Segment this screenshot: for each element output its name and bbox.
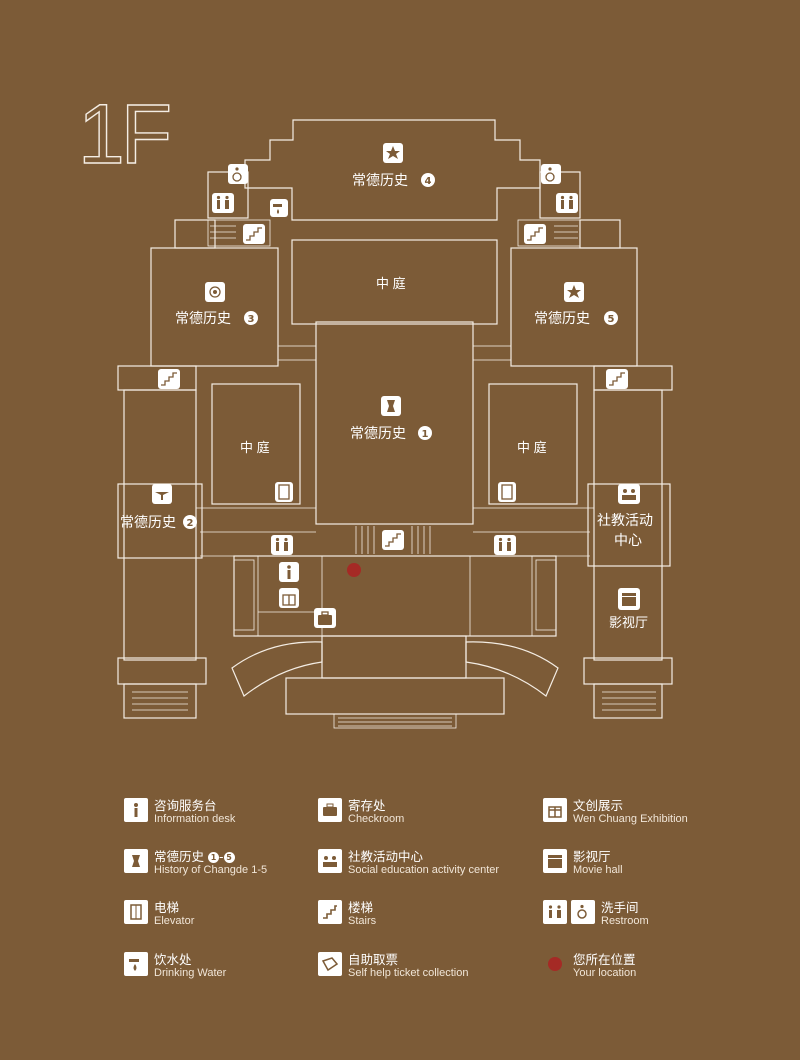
clapperboard-icon — [543, 849, 567, 873]
room-history-5-label: 常德历史 — [534, 310, 590, 326]
legend-history-en: History of Changde 1-5 — [154, 864, 268, 876]
legend-stairs-zh: 楼梯 — [348, 900, 374, 915]
info-icon — [279, 562, 299, 582]
room-history-3-label: 常德历史 — [175, 310, 231, 326]
ticket-icon — [318, 952, 342, 976]
badge-2: 2 — [187, 518, 194, 529]
info-icon — [124, 798, 148, 822]
star-icon — [564, 282, 584, 302]
badge-1: 1 — [422, 429, 429, 440]
wheelchair-icon — [571, 900, 595, 924]
star-icon — [383, 143, 403, 163]
stairs-icon — [243, 224, 265, 244]
water-tap-icon — [270, 199, 288, 217]
stairs-icon — [318, 900, 342, 924]
map-icons — [152, 143, 640, 628]
room-history-2-label: 常德历史 — [120, 514, 176, 530]
legend-water-zh: 饮水处 — [154, 952, 192, 967]
wheelchair-icon — [541, 164, 561, 184]
stairs-icon — [524, 224, 546, 244]
legend-wenchuang-en: Wen Chuang Exhibition — [573, 813, 688, 825]
room-social-center-label-1: 社教活动 — [597, 512, 653, 528]
location-dot-icon — [543, 952, 567, 976]
legend-ticket-zh: 自助取票 — [348, 952, 399, 967]
luggage-icon — [314, 608, 336, 628]
legend-restroom-zh: 洗手间 — [601, 900, 639, 915]
legend-movie-en: Movie hall — [573, 864, 623, 876]
elevator-icon — [124, 900, 148, 924]
legend-history-zh: 常德历史 1-5 — [154, 849, 267, 864]
artifact-icon — [381, 396, 401, 416]
room-courtyard-left-label: 中 庭 — [240, 440, 270, 455]
restroom-icon — [543, 900, 595, 924]
badge-3: 3 — [248, 314, 255, 325]
legend-location-zh: 您所在位置 — [573, 952, 636, 967]
room-courtyard-right-label: 中 庭 — [517, 440, 547, 455]
room-labels: 常德历史 4 中 庭 常德历史 3 常德历史 5 常德历史 1 中 庭 中 庭 … — [120, 172, 653, 630]
room-cinema-label: 影视厅 — [609, 615, 648, 630]
restroom-icon — [494, 535, 516, 555]
floor-label: 1F — [77, 87, 172, 181]
room-history-4-label: 常德历史 — [352, 172, 408, 188]
luggage-icon — [318, 798, 342, 822]
artifact-icon — [124, 849, 148, 873]
stairs-icon — [382, 530, 404, 550]
restroom-icon — [271, 535, 293, 555]
legend-ticket-en: Self help ticket collection — [348, 967, 469, 979]
legend-wenchuang-zh: 文创展示 — [573, 798, 624, 813]
classroom-icon — [618, 484, 640, 504]
gift-icon — [279, 588, 299, 608]
restroom-icon — [556, 193, 578, 213]
blade-icon — [152, 484, 172, 504]
legend-restroom-en: Restroom — [601, 915, 649, 927]
floor-plan: 常德历史 4 中 庭 常德历史 3 常德历史 5 常德历史 1 中 庭 中 庭 … — [117, 119, 673, 729]
legend-movie-zh: 影视厅 — [573, 849, 611, 864]
legend-stairs-en: Stairs — [348, 915, 377, 927]
room-history-1-label: 常德历史 — [350, 425, 406, 441]
elevator-icon — [275, 482, 293, 502]
clapperboard-icon — [618, 588, 640, 610]
water-tap-icon — [124, 952, 148, 976]
legend-social-zh: 社教活动中心 — [348, 849, 424, 864]
legend-social-en: Social education activity center — [348, 864, 500, 876]
elevator-icon — [498, 482, 516, 502]
gift-icon — [543, 798, 567, 822]
legend-location-en: Your location — [573, 967, 637, 979]
legend-checkroom-zh: 寄存处 — [348, 798, 386, 813]
flower-icon — [205, 282, 225, 302]
restroom-icon — [212, 193, 234, 213]
legend-elevator-zh: 电梯 — [154, 900, 180, 915]
legend-info-zh: 咨询服务台 — [154, 798, 217, 813]
legend-elevator-en: Elevator — [154, 915, 195, 927]
stairs-icon — [606, 369, 628, 389]
room-courtyard-top-label: 中 庭 — [376, 276, 406, 291]
room-social-center-label-2: 中心 — [614, 532, 642, 548]
stairs-icon — [158, 369, 180, 389]
badge-5: 5 — [608, 314, 615, 325]
wheelchair-icon — [228, 164, 248, 184]
your-location-marker — [347, 563, 361, 577]
legend-water-en: Drinking Water — [154, 967, 227, 979]
building-outline — [117, 119, 673, 729]
classroom-icon — [318, 849, 342, 873]
legend-checkroom-en: Checkroom — [348, 813, 405, 825]
badge-4: 4 — [425, 176, 432, 187]
legend-info-en: Information desk — [154, 813, 236, 825]
